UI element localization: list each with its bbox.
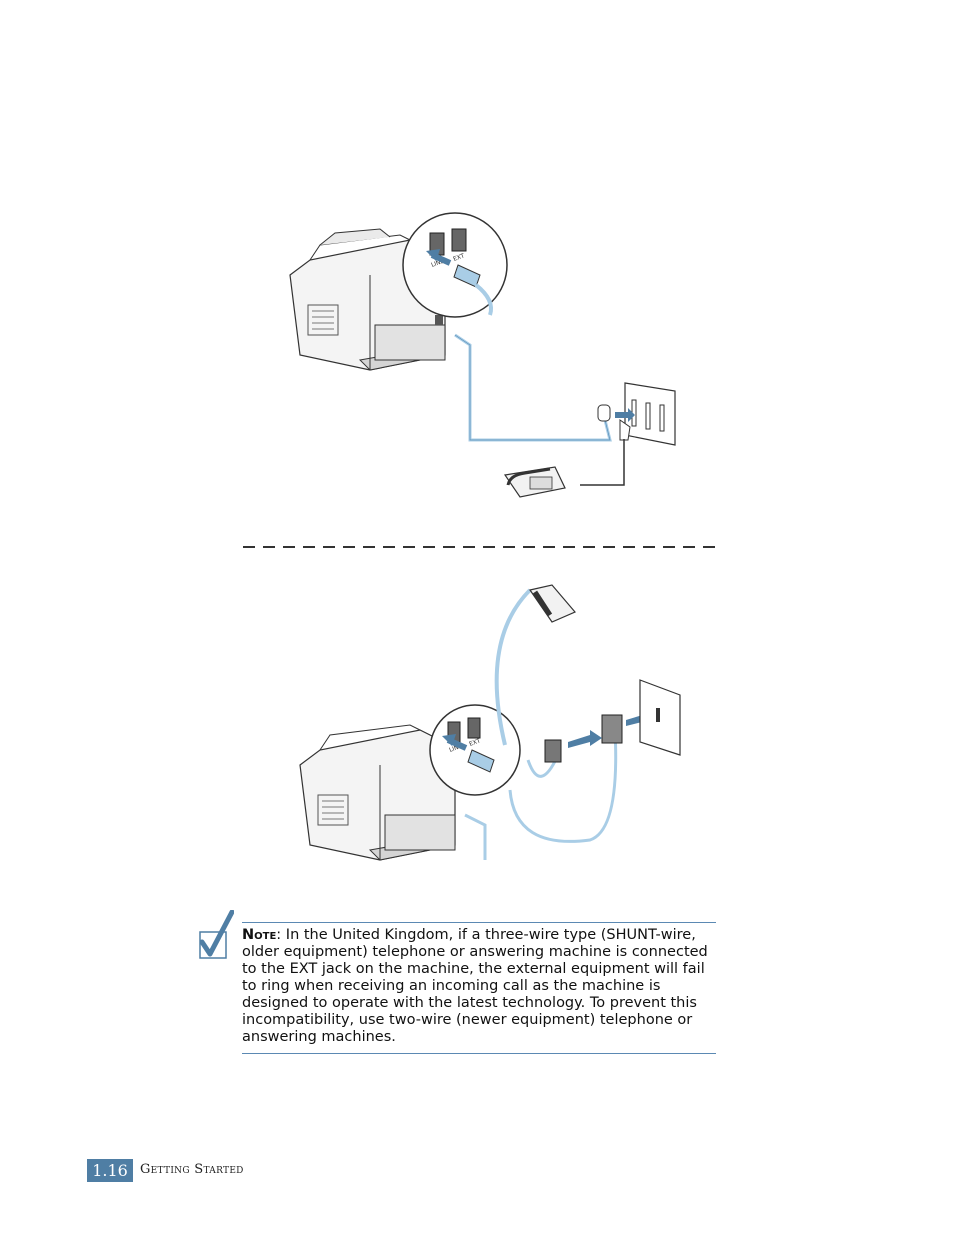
jack-ext-label-1: EXT (452, 252, 465, 263)
section-title: Getting Started (140, 1162, 244, 1177)
fax-machine-illustration-1: LINE EXT (289, 212, 676, 498)
note-label: Note (242, 927, 277, 943)
note-body: : In the United Kingdom, if a three-wire… (242, 927, 708, 1045)
fax-machine-illustration-2: LINE EXT (299, 584, 681, 861)
checkmark-note-icon (199, 910, 234, 959)
jack-line-label-2: LINE (448, 743, 463, 754)
jack-ext-label-2: EXT (468, 737, 481, 748)
page-number: 1.16 (87, 1159, 133, 1182)
jack-line-label-1: LINE (430, 258, 445, 269)
dashed-line (243, 546, 723, 548)
connection-diagram-uk: LINE EXT (290, 580, 690, 865)
connection-diagram-extension-phone: LINE EXT (280, 205, 700, 505)
note-paragraph: Note: In the United Kingdom, if a three-… (242, 927, 716, 1046)
note-box: Note: In the United Kingdom, if a three-… (242, 922, 716, 1054)
